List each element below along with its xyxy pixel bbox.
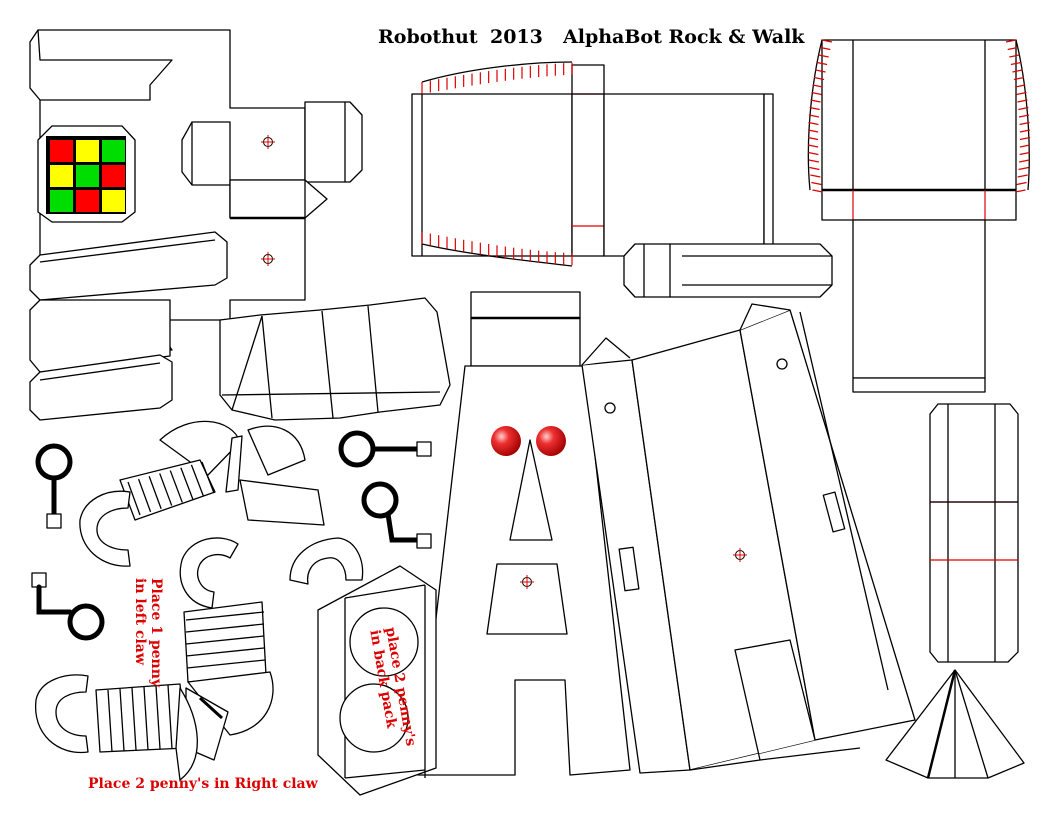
- control-panel-cells: [50, 140, 125, 212]
- registration-mark-icon: [261, 252, 275, 266]
- registration-mark-icon: [520, 575, 534, 589]
- note-left-claw: Place 1 penny in left claw: [132, 578, 164, 688]
- registration-mark-icon: [733, 548, 747, 562]
- antenna-part: [35, 443, 73, 529]
- header-model-name: AlphaBot Rock & Walk: [562, 26, 805, 48]
- claw-part-center: [179, 537, 274, 736]
- header-year: 2013: [490, 26, 543, 48]
- control-panel: [37, 125, 136, 223]
- panel-light-green: [76, 165, 99, 187]
- right-eye: [536, 426, 566, 456]
- torso-net-right: [807, 39, 1031, 393]
- left-eye: [491, 426, 521, 456]
- panel-light-green: [50, 190, 73, 212]
- antenna-part: [361, 481, 432, 549]
- panel-light-green: [102, 140, 125, 162]
- rod-part: [623, 243, 833, 298]
- panel-light-red: [76, 190, 99, 212]
- claw-part-bottom: [35, 674, 229, 781]
- panel-light-yellow: [50, 165, 73, 187]
- header-author: Robothut: [378, 26, 478, 48]
- svg-text:in left claw: in left claw: [132, 578, 148, 666]
- antenna-part: [338, 430, 432, 468]
- registration-mark-icon: [261, 135, 275, 149]
- panel-light-red: [102, 165, 125, 187]
- panel-light-red: [50, 140, 73, 162]
- middle-block-part: [219, 297, 451, 421]
- note-right-claw: Place 2 penny's in Right claw: [88, 776, 319, 792]
- arm-net-left: [29, 29, 363, 421]
- claw-part-left: [79, 420, 364, 585]
- body-net-top: [411, 61, 774, 267]
- panel-light-yellow: [76, 140, 99, 162]
- svg-text:Place 1 penny: Place 1 penny: [148, 578, 164, 688]
- antenna-part: [31, 572, 105, 641]
- pyramid-part: [885, 669, 1025, 779]
- back-pack-part: [317, 565, 437, 796]
- main-body-net: [417, 291, 916, 776]
- column-part: [929, 403, 1019, 663]
- panel-light-yellow: [102, 190, 125, 212]
